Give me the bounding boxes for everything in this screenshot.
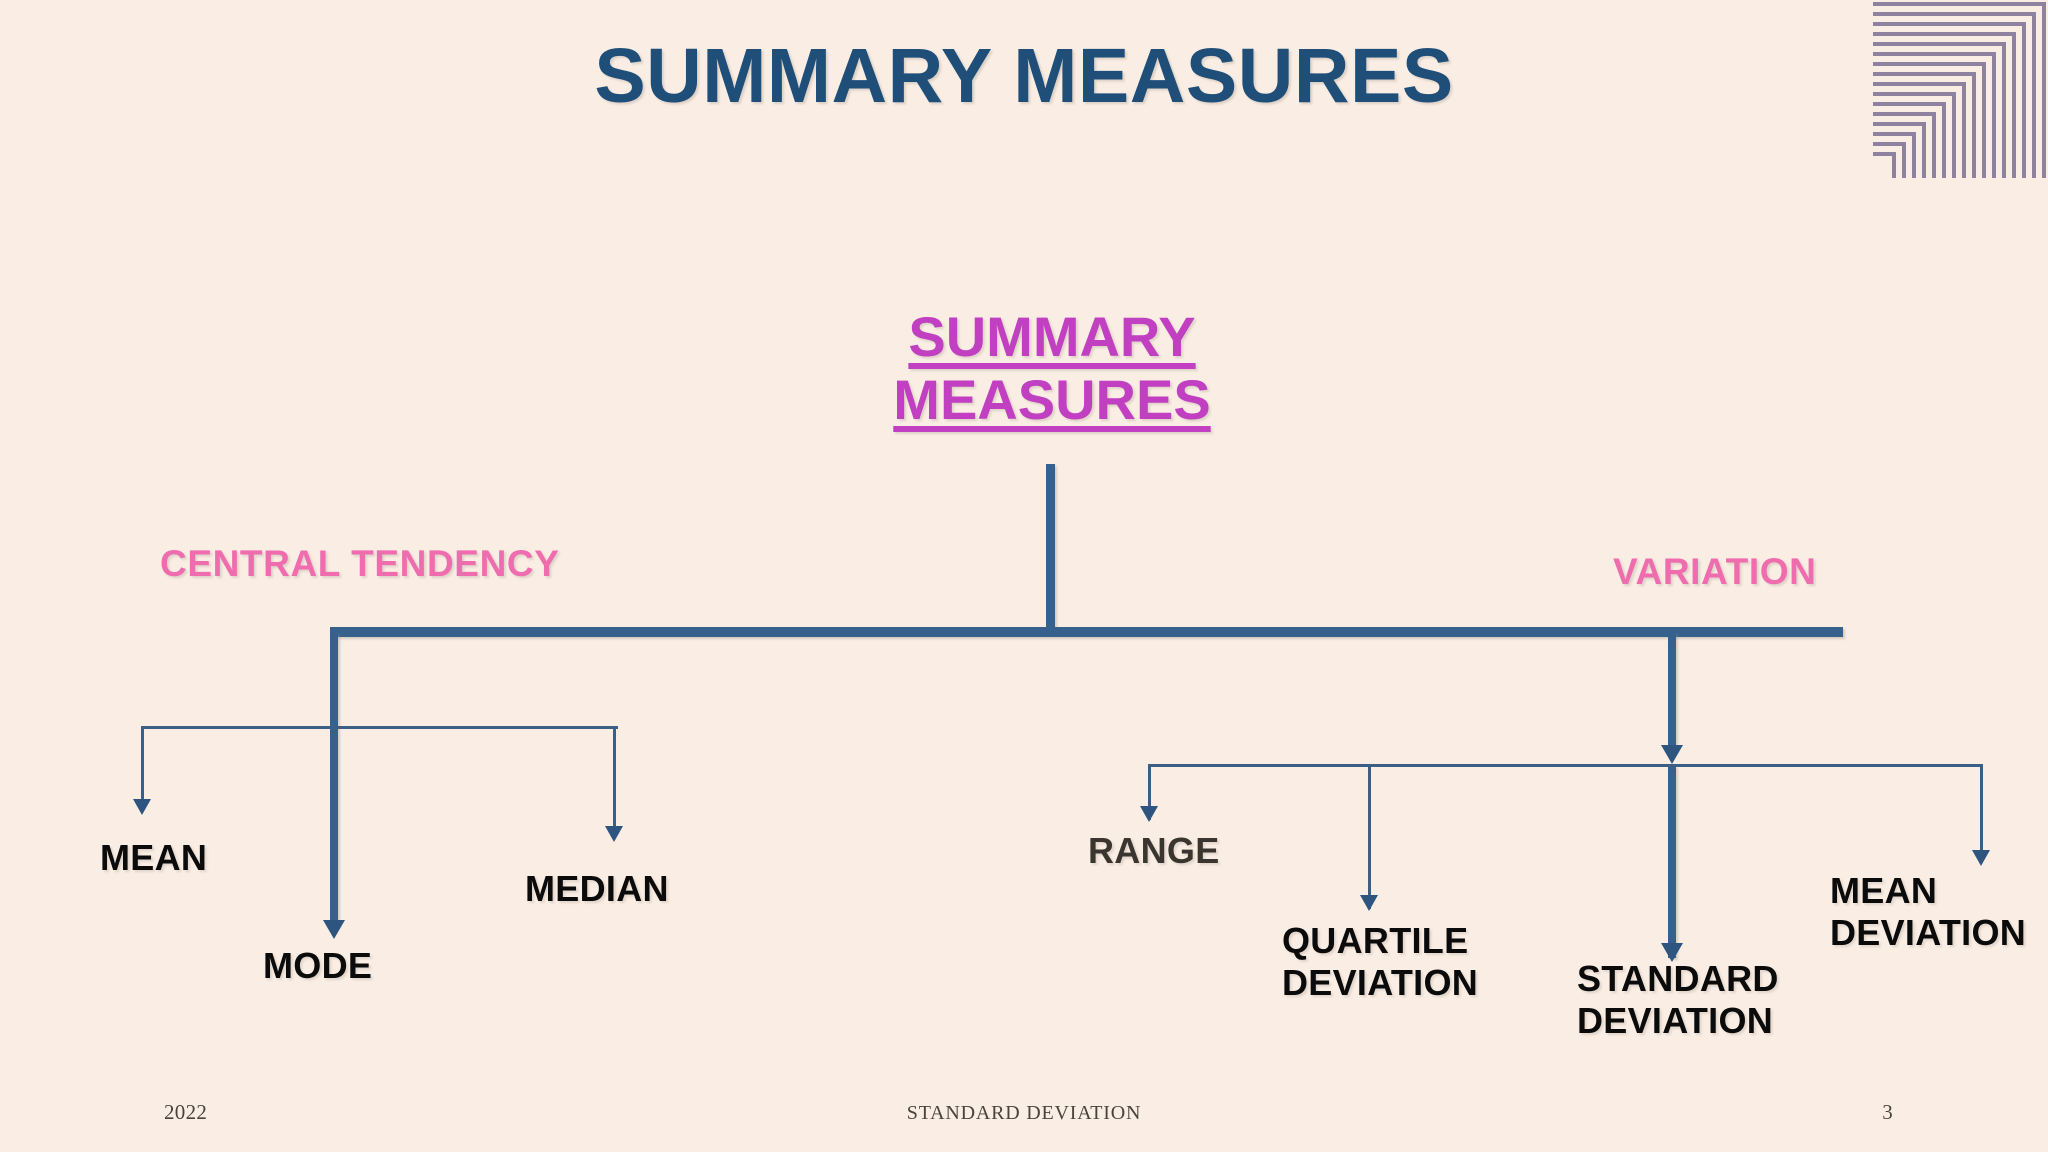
page-title: SUMMARY MEASURES	[594, 33, 1454, 119]
connector-drop-mean-deviation	[1980, 764, 1983, 862]
connector-drop-quartile-deviation	[1368, 764, 1371, 909]
connector-drop-range	[1148, 764, 1151, 820]
connector-main-horizontal-bar	[330, 627, 1843, 637]
arrow-right-branch-junction	[1661, 745, 1683, 764]
leaf-label-standard-deviation: STANDARD DEVIATION	[1577, 958, 1779, 1042]
leaf-label-mode: MODE	[263, 945, 373, 986]
leaf-label-mean: MEAN	[100, 837, 208, 878]
footer-slide-topic: STANDARD DEVIATION	[906, 1102, 1142, 1124]
branch-label-variation: VARIATION	[1613, 551, 1817, 592]
footer-page-number: 3	[1882, 1100, 1893, 1124]
leaf-label-quartile-deviation: QUARTILE DEVIATION	[1282, 920, 1479, 1004]
leaf-label-mean-deviation: MEAN DEVIATION	[1830, 870, 2027, 954]
connector-root-stem	[1046, 464, 1055, 632]
arrow-to-range	[1140, 806, 1158, 822]
connector-left-branch-vertical	[330, 632, 338, 924]
arrow-to-median	[605, 826, 623, 842]
leaf-label-range: RANGE	[1088, 830, 1220, 871]
root-node-summary-measures: SUMMARY MEASURES	[857, 305, 1247, 432]
arrow-to-mode	[323, 920, 345, 939]
arrow-to-standard-deviation	[1661, 943, 1683, 962]
arrow-to-mean	[133, 799, 151, 815]
connector-right-sub-horizontal	[1148, 764, 1983, 767]
leaf-label-median: MEDIAN	[525, 868, 669, 909]
root-node-line-1: SUMMARY	[908, 305, 1196, 368]
root-node-line-2: MEASURES	[893, 368, 1211, 432]
connector-left-sub-horizontal	[141, 726, 618, 729]
connector-right-branch-vertical	[1668, 632, 1676, 752]
branch-label-central-tendency: CENTRAL TENDENCY	[160, 543, 560, 584]
arrow-to-mean-deviation	[1972, 850, 1990, 866]
connector-drop-mean	[141, 726, 144, 803]
connector-drop-median	[613, 726, 616, 830]
connector-right-branch-vertical-lower	[1668, 766, 1676, 958]
arrow-to-quartile-deviation	[1360, 895, 1378, 911]
footer-year: 2022	[164, 1100, 208, 1124]
